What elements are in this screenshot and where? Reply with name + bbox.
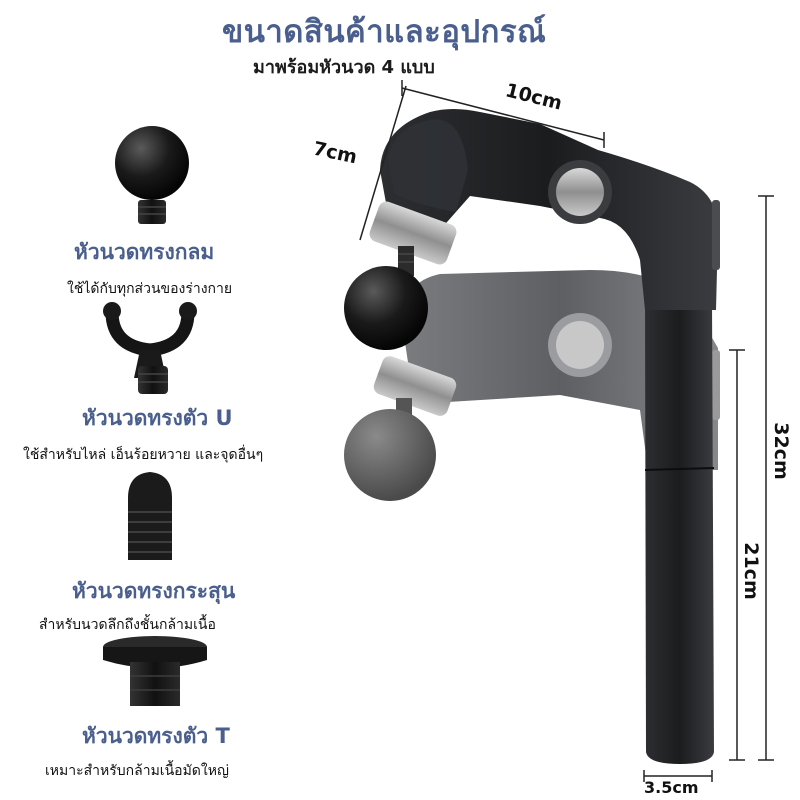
ball-head-desc: ใช้ได้กับทุกส่วนของร่างกาย [67,281,233,297]
dim-total-height: 32cm [769,422,792,480]
page-subtitle: มาพร้อมหัวนวด 4 แบบ [253,57,435,78]
page-title: ขนาดสินค้าและอุปกรณ์ [222,14,547,50]
dim-handle-width: 3.5cm [644,778,699,797]
t-flat-head-icon [103,636,207,706]
massage-gun-dark [344,109,720,764]
ball-head-label: หัวนวดทรงกลม [74,240,215,264]
t-head-label: หัวนวดทรงตัว T [82,724,230,748]
u-fork-head-icon [103,302,197,394]
bullet-head-label: หัวนวดทรงกระสุน [72,579,236,603]
bullet-head-desc: สำหรับนวดลึกถึงชั้นกล้ามเนื้อ [39,617,216,633]
dim-handle-height: 21cm [739,542,762,600]
bullet-head-icon [128,472,172,560]
u-head-label: หัวนวดทรงตัว U [82,406,233,430]
massage-gun-gray [344,270,720,501]
dimension-lines [359,80,774,782]
ball-head-icon [115,126,189,224]
u-head-desc: ใช้สำหรับไหล่ เอ็นร้อยหวาย และจุดอื่นๆ [23,447,264,463]
t-head-desc: เหมาะสำหรับกล้ามเนื้อมัดใหญ่ [45,763,229,779]
